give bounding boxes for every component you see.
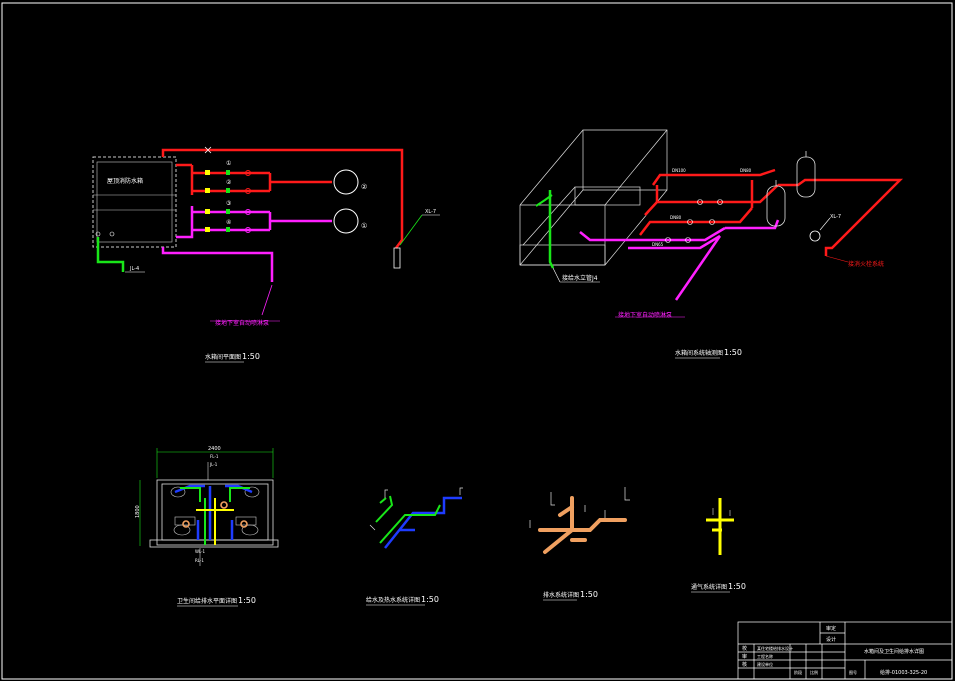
pump-1-tag: ② [361, 183, 367, 191]
small-cell-1: 阶段 [794, 669, 802, 675]
roof-water-tank [92, 156, 177, 248]
col-label-2: 建设单位 [757, 661, 773, 667]
bath-tag-4: RL-1 [195, 558, 204, 563]
drawing-number: 给排-01003-325-20 [880, 669, 927, 676]
tank-room-plan: 屋顶消防水箱 ① ② ③ ④ ② [92, 146, 440, 363]
iso-pipe-tag-1: DN100 [672, 168, 686, 173]
iso-pipe-tag-4: DN65 [652, 242, 664, 247]
bathroom-plan: 2400 1800 [135, 446, 279, 607]
bath-dim-side: 1800 [135, 505, 141, 518]
tank-label: 屋顶消防水箱 [107, 177, 143, 185]
drawing-title-text: 水箱间及卫生间给排水详图 [864, 648, 924, 655]
bath-tag-2: JL-1 [209, 462, 218, 467]
riser-xl7: XL-7 [425, 209, 436, 215]
title-block-text: 审定 设计 水箱间及卫生间给排水详图 某住宅楼给排水设计 校 审 核 工程名称 … [742, 625, 927, 676]
vent-system: 通气系统详图1:50 [691, 498, 746, 593]
row-label-1: 校 [742, 645, 747, 652]
pump-2 [333, 208, 359, 234]
valve-tag-2: ② [226, 179, 232, 186]
valve-tag-1: ① [226, 160, 231, 167]
tank-room-isometric: 接给水立管J4 DN100 DN80 D [519, 129, 904, 359]
row-label-2: 审 [742, 653, 747, 660]
riser-jl4: JL-4 [129, 266, 139, 272]
iso-note-pump: 接地下室自动喷淋泵 [618, 311, 672, 319]
iso-pipe-tag-3: DN80 [670, 215, 682, 220]
iso-note-fire: 接消火栓系统 [848, 260, 884, 268]
pump-2-tag: ① [361, 222, 367, 230]
iso-riser-xl7: XL-7 [830, 214, 841, 220]
drain-system-iso: 排水系统详图1:50 [529, 487, 630, 601]
iso-title: 水箱间系统轴测图1:50 [675, 348, 742, 357]
iso-green-riser [548, 190, 555, 269]
pump-1 [333, 169, 359, 195]
supply-title: 给水及热水系统详图1:50 [366, 595, 439, 604]
plan-note-pump: 接地下室自动喷淋泵 [215, 319, 269, 327]
stamp-top: 审定 [826, 625, 836, 632]
drain-title: 排水系统详图1:50 [543, 590, 598, 599]
iso-note-riser: 接给水立管J4 [562, 274, 598, 282]
plan-title: 水箱间平面图1:50 [205, 352, 260, 361]
title-block [737, 621, 953, 680]
bath-dim-top: 2400 [208, 446, 221, 452]
supply-system-iso: 给水及热水系统详图1:50 [366, 487, 463, 606]
drain-pipe-green [96, 237, 125, 272]
bath-tag-1: FL-1 [210, 454, 219, 459]
pump-pipe-magenta [176, 206, 194, 239]
bath-tag-3: WL-1 [195, 549, 206, 554]
vent-title: 通气系统详图1:50 [691, 582, 746, 591]
small-cell-2: 比例 [810, 669, 818, 675]
iso-pipe-tag-2: DN80 [740, 168, 752, 173]
stamp-bottom: 设计 [826, 636, 836, 643]
valve-tag-4: ④ [226, 219, 231, 226]
valve-tag-3: ③ [226, 200, 231, 207]
supply-pipe-red [161, 148, 404, 249]
bath-title: 卫生间给排水平面详图1:50 [177, 596, 256, 605]
project-name: 某住宅楼给排水设计 [757, 645, 793, 651]
col-label-1: 工程名称 [757, 653, 773, 659]
small-cell-3: 图号 [849, 669, 857, 675]
row-label-3: 核 [742, 661, 747, 668]
